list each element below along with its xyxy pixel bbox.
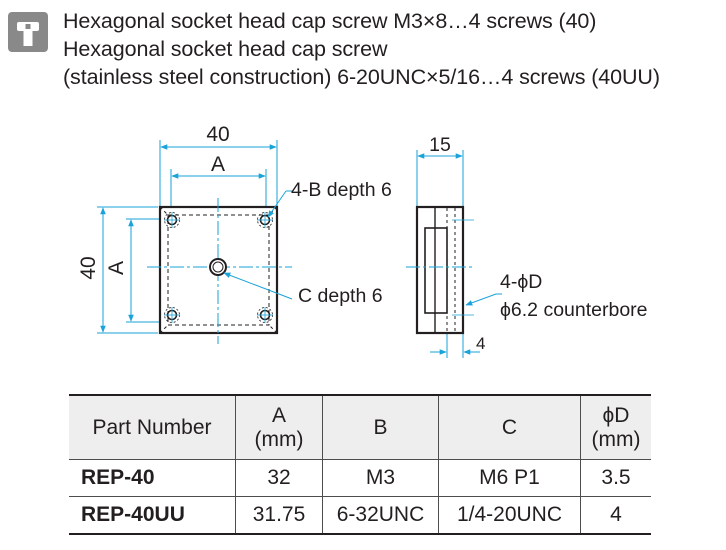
cell-part-number: REP-40 [69, 459, 236, 497]
cell-b: M3 [322, 459, 439, 497]
dim-label-a-side: A [105, 261, 128, 275]
table-row: REP-40 32 M3 M6 P1 3.5 [69, 459, 651, 497]
header-a-unit: (mm) [254, 427, 304, 451]
header-a-label: A [271, 403, 286, 427]
cell-c: M6 P1 [438, 459, 581, 497]
header-part-number: Part Number [69, 394, 236, 460]
header-d-unit: (mm) [591, 427, 641, 451]
dim-label-thickness: 15 [429, 134, 451, 156]
label-c-depth: C depth 6 [298, 285, 383, 307]
dim-label-a-top: A [211, 153, 225, 176]
spec-table: Part Number A (mm) B C ϕD (mm) REP-40 32… [69, 394, 651, 535]
cell-c: 1/4-20UNC [438, 496, 581, 535]
description-line-2: Hexagonal socket head cap screw [63, 37, 388, 61]
table-row: REP-40UU 31.75 6-32UNC 1/4-20UNC 4 [69, 496, 651, 535]
label-d-hole: 4-ϕD [500, 271, 542, 293]
front-view: 40 A 40 A 4-B depth 6 C depth 6 [77, 123, 392, 344]
header-b: B [322, 394, 439, 460]
cell-d: 3.5 [580, 459, 651, 497]
cell-d: 4 [580, 496, 651, 535]
cell-a: 32 [235, 459, 323, 497]
cell-b: 6-32UNC [322, 496, 439, 535]
dim-label-width: 40 [206, 123, 229, 146]
cell-part-number: REP-40UU [69, 496, 236, 535]
header-a: A (mm) [235, 394, 323, 460]
screw-description: Hexagonal socket head cap screw M3×8…4 s… [63, 7, 660, 91]
header-d: ϕD (mm) [580, 394, 651, 460]
cell-a: 31.75 [235, 496, 323, 535]
label-b-depth: 4-B depth 6 [291, 179, 392, 201]
table-header-row: Part Number A (mm) B C ϕD (mm) [69, 394, 651, 460]
technical-drawing: 40 A 40 A 4-B depth 6 C depth 6 [77, 123, 648, 358]
header-d-label: ϕD [602, 403, 630, 427]
label-counterbore: ϕ6.2 counterbore [500, 299, 648, 321]
side-view: 15 4-ϕD ϕ6.2 counterbore 4 [406, 134, 648, 358]
dim-label-height: 40 [77, 256, 100, 279]
description-line-3: (stainless steel construction) 6-20UNC×5… [63, 65, 660, 89]
dim-label-4: 4 [476, 334, 485, 353]
description-line-1: Hexagonal socket head cap screw M3×8…4 s… [63, 9, 597, 33]
header-c: C [438, 394, 581, 460]
screw-icon [8, 12, 48, 52]
